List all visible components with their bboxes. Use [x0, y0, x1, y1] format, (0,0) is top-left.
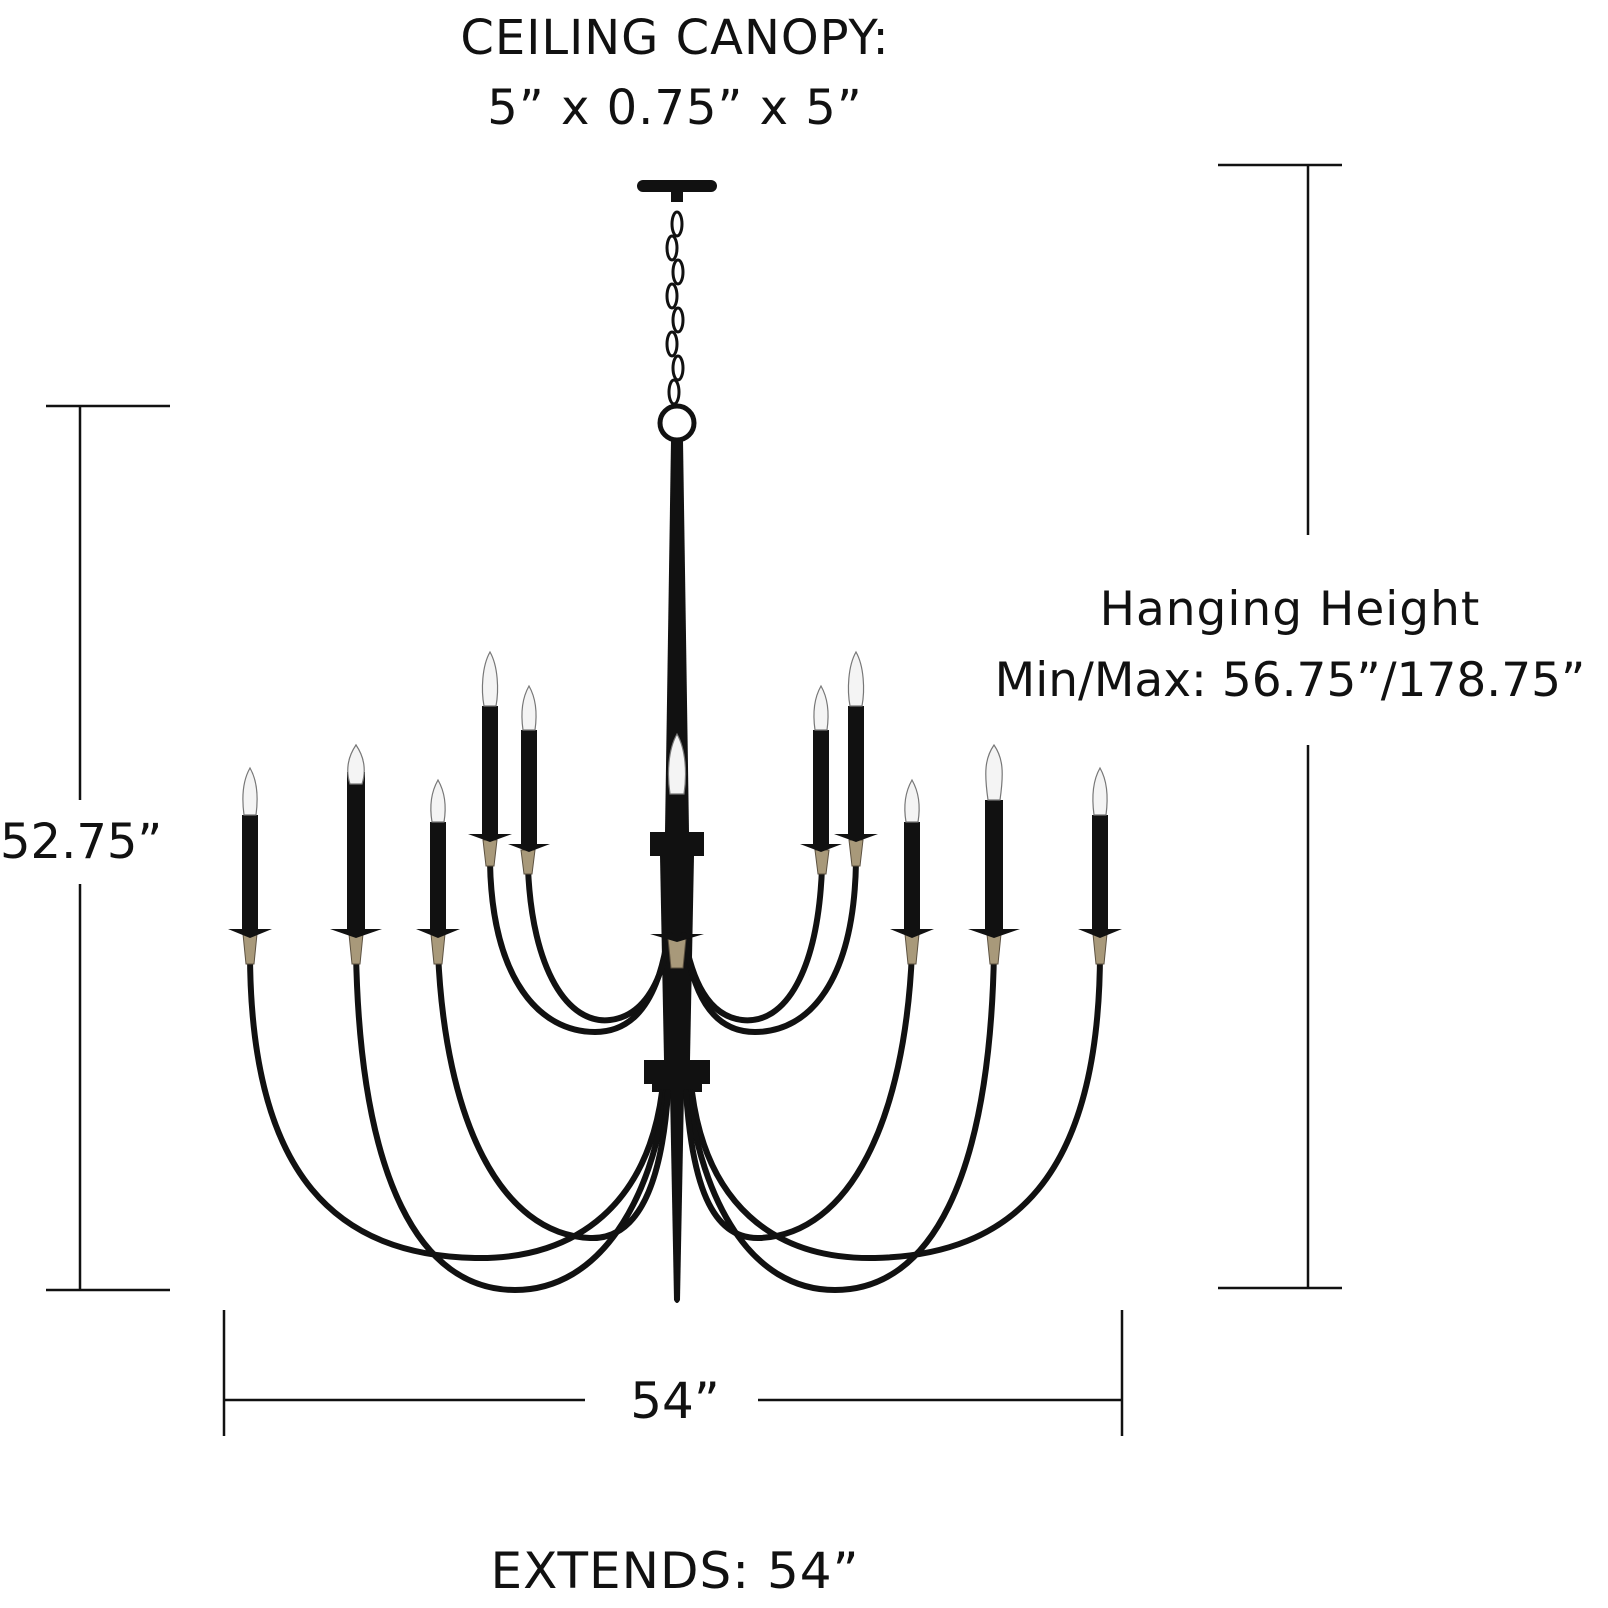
- ceiling-canopy: [637, 180, 717, 202]
- candle-lower-right-1: [1078, 766, 1122, 938]
- candle-lower-right-3: [890, 778, 934, 938]
- candle-upper-left-1: [468, 650, 512, 842]
- brass-cups: [242, 839, 1108, 969]
- lower-arms: [247, 949, 1103, 1294]
- fixture-height-label: 52.75”: [0, 814, 163, 870]
- hanging-height-values: Min/Max: 56.75”/178.75”: [994, 653, 1586, 708]
- candle-upper-right-2: [800, 684, 842, 852]
- candle-upper-left-2: [508, 684, 550, 852]
- candles: [228, 650, 1122, 942]
- extends-label: EXTENDS: 54”: [490, 1542, 860, 1600]
- candle-lower-left-3: [416, 778, 460, 938]
- dimension-lines: [46, 163, 1342, 1436]
- hanging-height-title: Hanging Height: [1099, 582, 1481, 637]
- canopy-title: CEILING CANOPY:: [460, 10, 890, 66]
- upper-arms: [487, 859, 859, 1036]
- chain: [657, 210, 697, 443]
- canopy-dimensions: 5” x 0.75” x 5”: [487, 80, 863, 136]
- candle-lower-left-1: [228, 766, 272, 938]
- candle-lower-left-2: [330, 743, 382, 938]
- fixture-width-label: 54”: [630, 1372, 720, 1430]
- candle-lower-right-2: [968, 743, 1020, 938]
- candle-center: [650, 732, 704, 942]
- candle-upper-right-1: [834, 650, 878, 842]
